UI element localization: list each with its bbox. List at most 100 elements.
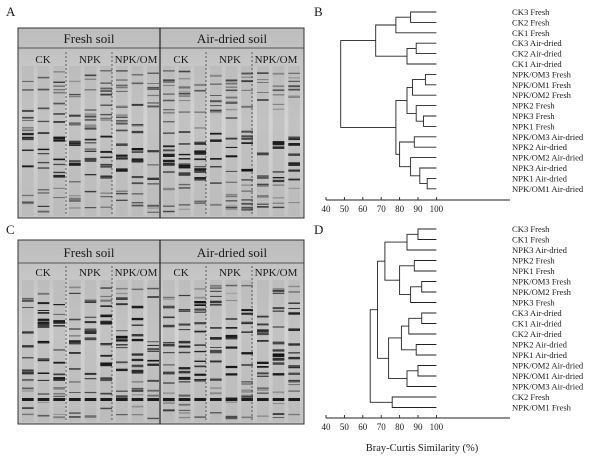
gel-band xyxy=(37,310,50,311)
gel-band xyxy=(53,398,65,401)
gel-band xyxy=(272,355,285,358)
dendrogram-branch xyxy=(417,228,437,240)
gel-lane xyxy=(241,66,253,216)
leaf-label: NPK2 Air-dried xyxy=(512,142,568,152)
gel-band xyxy=(194,344,206,346)
gel-band xyxy=(288,85,300,88)
gel-band xyxy=(116,396,128,399)
gel-band xyxy=(100,362,112,365)
gel-band xyxy=(194,330,206,333)
panel-letter-b: B xyxy=(314,4,323,19)
gel-band xyxy=(163,111,175,114)
gel-band xyxy=(84,148,97,150)
gel-band xyxy=(257,152,269,156)
gel-band xyxy=(288,379,300,382)
gel-band xyxy=(194,202,206,205)
gel-band xyxy=(194,158,206,161)
gel-lane xyxy=(53,280,65,422)
gel-band xyxy=(178,153,191,156)
gel-band xyxy=(22,194,34,197)
gel-band xyxy=(194,398,206,401)
gel-band xyxy=(100,156,112,158)
gel-band xyxy=(100,354,112,357)
gel-band xyxy=(257,79,269,81)
gel-band xyxy=(69,207,81,209)
leaf-label: NPK1 Fresh xyxy=(512,121,555,131)
gel-band xyxy=(225,137,238,140)
gel-band xyxy=(69,140,81,144)
gel-band xyxy=(288,328,300,331)
gel-band xyxy=(53,158,65,161)
gel-band xyxy=(131,176,144,179)
gel-band xyxy=(147,150,159,153)
gel-band xyxy=(225,117,238,119)
gel-band xyxy=(178,376,191,379)
dendrogram-branch xyxy=(375,24,407,57)
gel-band xyxy=(178,78,191,80)
gel-band xyxy=(272,307,285,310)
gel-lane xyxy=(131,66,144,216)
gel-lane xyxy=(116,66,128,216)
dendrogram-branch xyxy=(391,396,437,408)
lane-label-a-npkom-air: NPK/OM xyxy=(255,54,298,66)
gel-band xyxy=(257,372,269,375)
gel-band xyxy=(225,102,238,104)
gel-band xyxy=(22,201,34,204)
leaf-label: CK2 Fresh xyxy=(512,17,550,27)
gel-band xyxy=(210,83,222,85)
axis-tick-label: 40 xyxy=(322,422,332,432)
axis-tick-label: 70 xyxy=(377,204,387,214)
dendrogram-branch xyxy=(413,260,437,272)
gel-lane xyxy=(100,280,112,422)
gel-band xyxy=(37,393,50,395)
gel-band xyxy=(272,179,285,183)
gel-band xyxy=(131,124,144,126)
gel-band xyxy=(178,294,191,297)
gel-lane xyxy=(163,66,175,216)
gel-band xyxy=(241,142,253,144)
gel-band xyxy=(241,312,253,315)
gel-band xyxy=(225,346,238,349)
gel-band xyxy=(288,381,300,383)
gel-band xyxy=(210,360,222,363)
gel-band xyxy=(257,361,269,364)
gel-band xyxy=(131,130,144,134)
gel-band xyxy=(225,397,238,399)
gel-band xyxy=(116,154,128,157)
gel-band xyxy=(22,203,34,205)
gel-band xyxy=(69,398,81,401)
gel-band xyxy=(225,155,238,158)
leaf-label: CK3 Fresh xyxy=(512,224,550,234)
gel-band xyxy=(131,202,144,204)
gel-band xyxy=(163,409,175,412)
gel-band xyxy=(100,379,112,382)
axis-tick-label: 80 xyxy=(395,422,405,432)
gel-band xyxy=(288,178,300,181)
gel-band xyxy=(69,197,81,200)
gel-band xyxy=(84,124,97,127)
lane-dividers-c xyxy=(65,266,253,422)
gel-band xyxy=(241,168,253,172)
gel-band xyxy=(69,80,81,83)
gel-band xyxy=(257,366,269,368)
lane-label-c-npk-air: NPK xyxy=(219,267,241,279)
gel-band xyxy=(116,347,128,349)
gel-band xyxy=(225,96,238,99)
gel-band xyxy=(225,79,238,82)
leaf-label: CK1 Air-dried xyxy=(512,319,562,329)
gel-band xyxy=(53,136,65,139)
gel-band xyxy=(37,318,50,321)
lane-label-a-ck-air: CK xyxy=(173,54,188,66)
axis-tick-label: 90 xyxy=(414,422,424,432)
gel-band xyxy=(163,371,175,375)
gel-band xyxy=(210,158,222,159)
gel-band xyxy=(37,358,50,361)
gel-band xyxy=(69,122,81,125)
lane-label-a-npk-air: NPK xyxy=(219,54,241,66)
gel-band xyxy=(225,207,238,209)
gel-band xyxy=(241,394,253,397)
gel-band xyxy=(116,114,128,116)
gel-band xyxy=(210,109,222,112)
leaf-label: NPK/OM3 Fresh xyxy=(512,69,572,79)
